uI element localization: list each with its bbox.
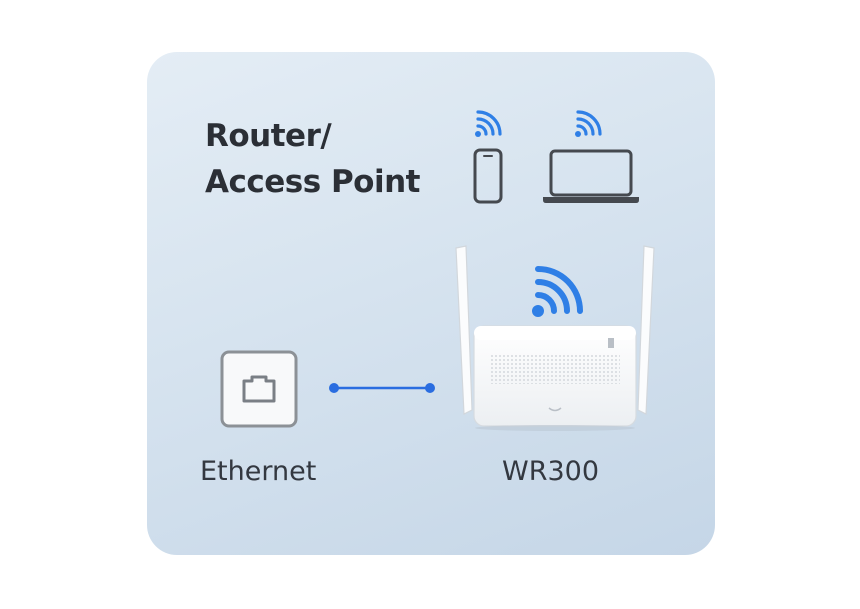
- router-label: WR300: [502, 456, 599, 487]
- diagram-title: Router/ Access Point: [205, 113, 421, 205]
- ethernet-port-icon: [220, 350, 298, 428]
- laptop-icon: [543, 149, 639, 203]
- ethernet-connection-line: [329, 383, 435, 393]
- diagram-card: [147, 52, 715, 555]
- phone-wifi-icon: [475, 110, 502, 137]
- ethernet-label: Ethernet: [200, 456, 317, 487]
- router-icon: [455, 245, 655, 431]
- laptop-wifi-icon: [575, 110, 602, 137]
- router-wifi-icon: [532, 266, 583, 317]
- title-line-2: Access Point: [205, 164, 421, 200]
- title-line-1: Router/: [205, 118, 332, 154]
- smartphone-icon: [473, 148, 503, 204]
